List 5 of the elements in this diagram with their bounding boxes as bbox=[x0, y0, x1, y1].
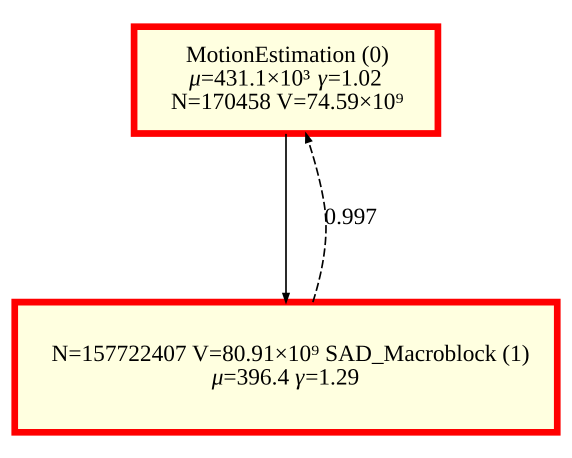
node-box: N=157722407 V=80.91×10⁹ SAD_Macroblock (1) μ=396.4 γ=1.29 bbox=[11, 298, 561, 436]
node-box: MotionEstimation (0) μ=431.1×10³ γ=1.02 N=170458 V=74.59×10⁹ bbox=[130, 22, 442, 136]
arrow bbox=[282, 133, 290, 304]
edge-label: 0.997 bbox=[324, 203, 377, 230]
arrow bbox=[305, 130, 327, 302]
